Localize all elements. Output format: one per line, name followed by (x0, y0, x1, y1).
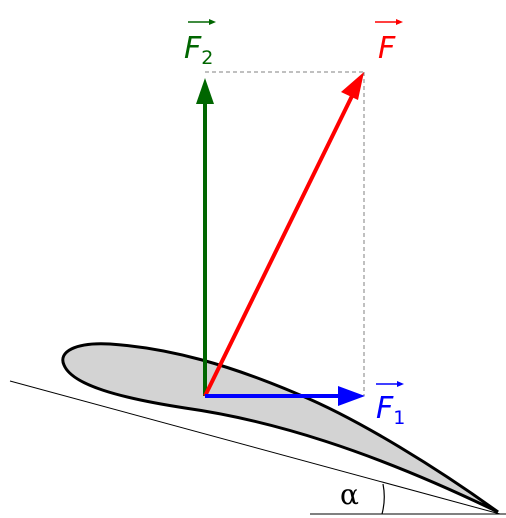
f2-subscript: 2 (201, 47, 213, 69)
svg-text:F2: F2 (184, 31, 213, 69)
svg-text:F1: F1 (376, 391, 405, 429)
f1-vector-bar-tip (397, 381, 404, 387)
f1-label: F1 (376, 381, 405, 429)
f1-letter: F (376, 391, 394, 426)
f-letter: F (378, 31, 396, 66)
airfoil (61, 342, 499, 514)
angle-arc (381, 483, 385, 515)
f1-arrow-head (338, 386, 365, 406)
angle-label: α (340, 478, 359, 511)
f-vector-bar-tip (396, 19, 403, 25)
f2-vector-bar-tip (209, 19, 216, 25)
f-label: F (375, 19, 403, 66)
f-arrow-shaft (203, 95, 354, 397)
f-arrow-head (341, 72, 364, 100)
f2-label: F2 (184, 19, 216, 69)
chord-reference-line (9, 380, 501, 515)
svg-text:F: F (378, 31, 396, 66)
f2-arrow-head (196, 78, 214, 104)
f1-subscript: 1 (393, 407, 405, 429)
f2-letter: F (184, 31, 202, 66)
